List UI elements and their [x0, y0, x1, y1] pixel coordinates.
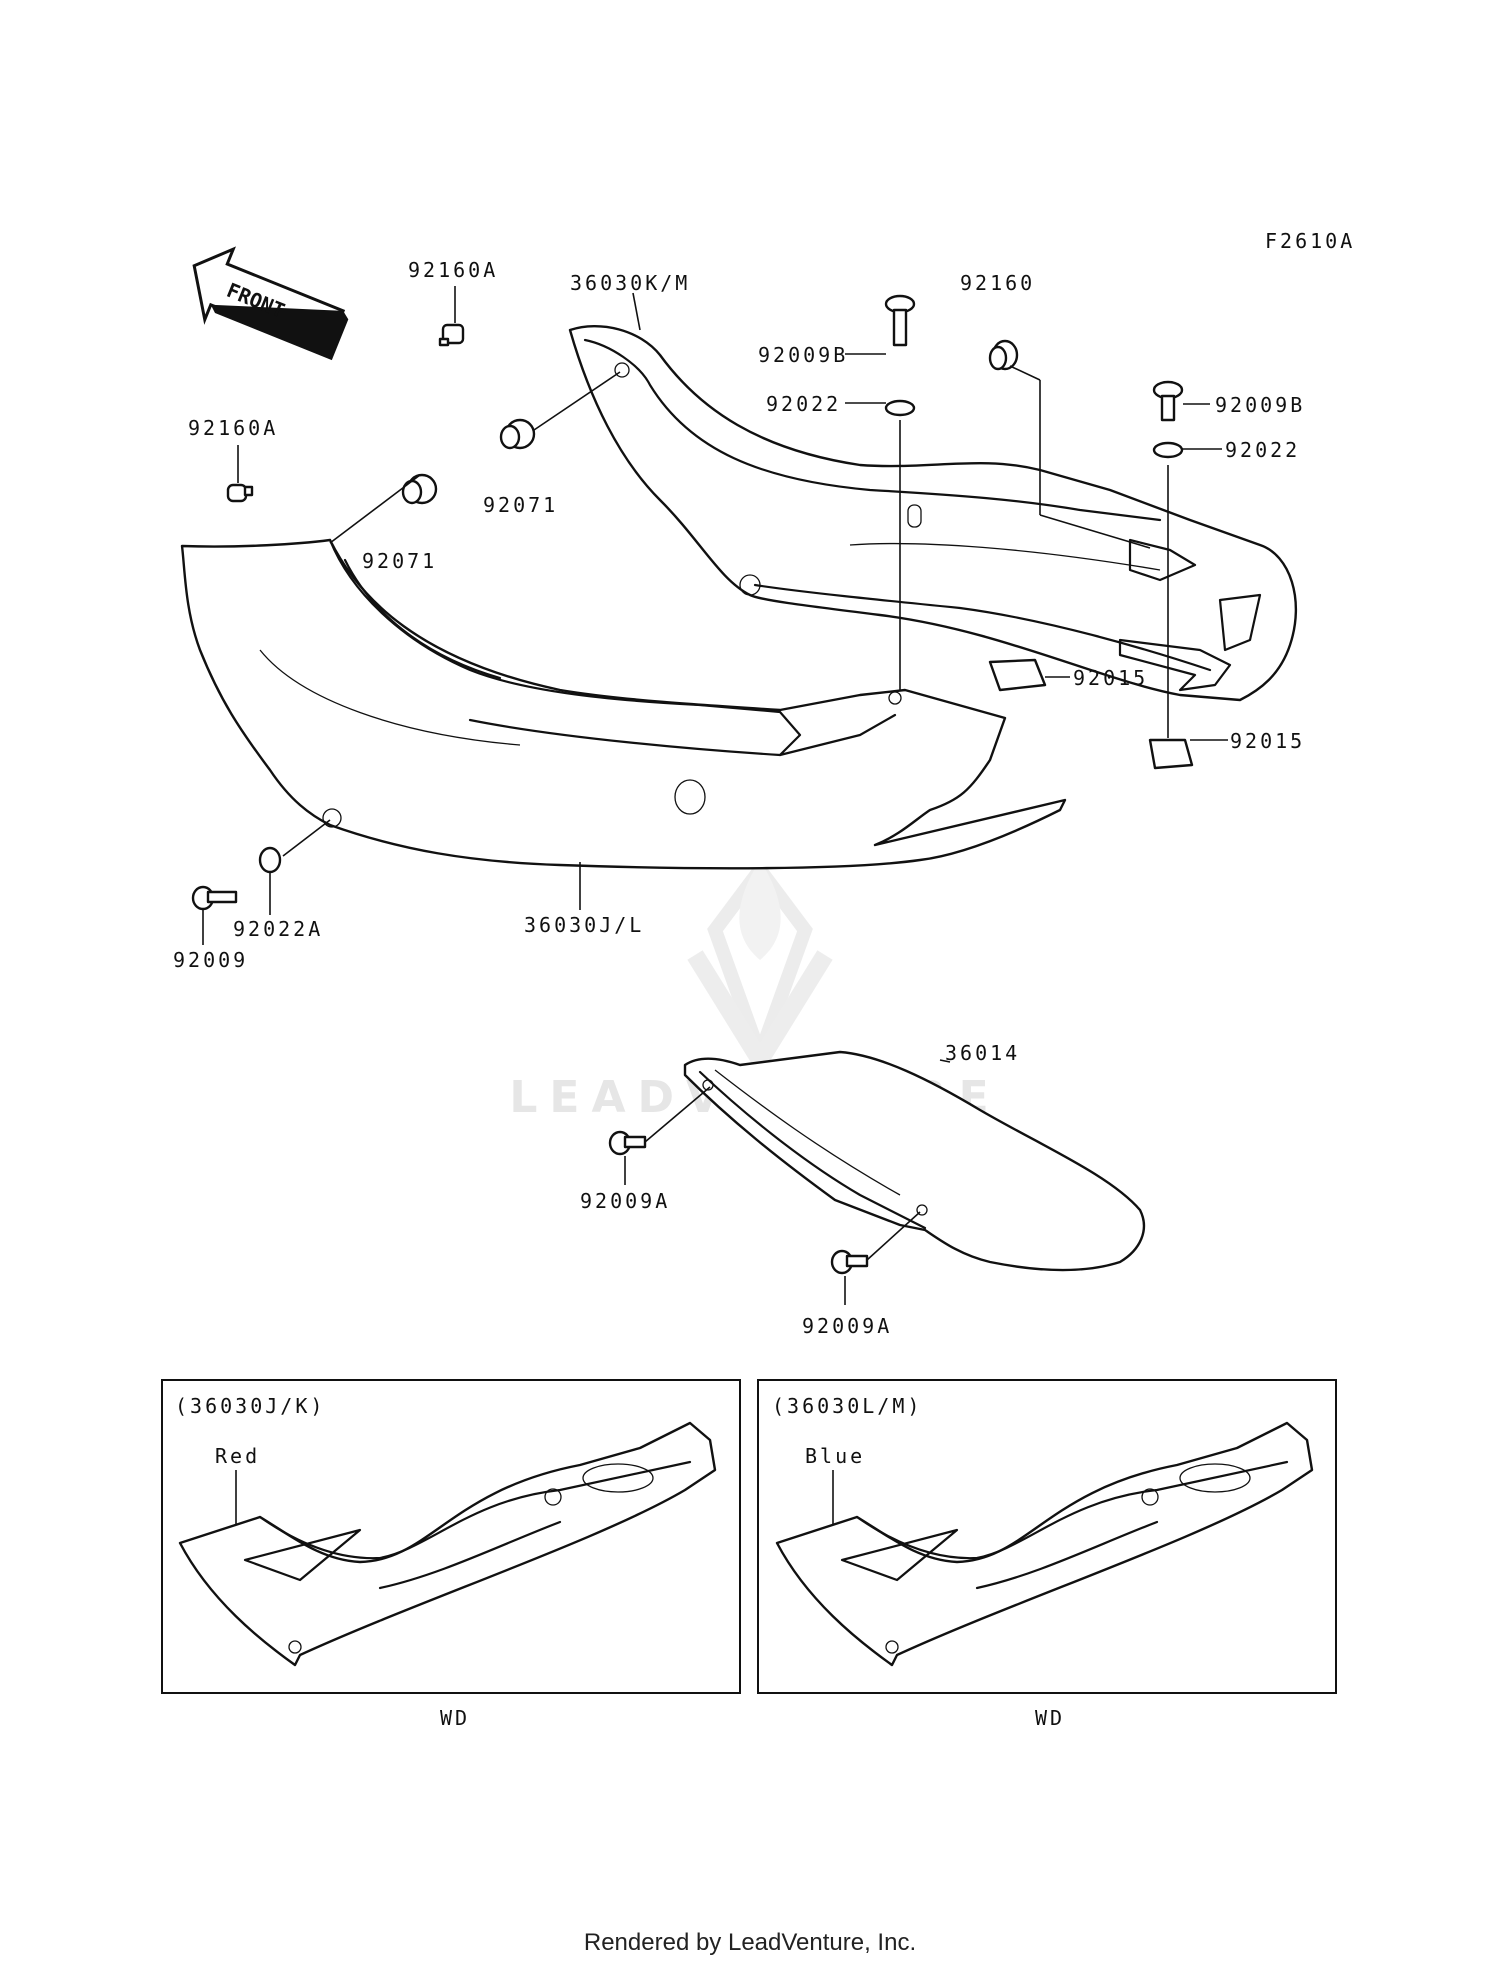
label-92160: 92160	[960, 271, 1035, 295]
bolt-92009b-mid-icon	[884, 294, 916, 347]
label-92015-mid: 92015	[1073, 666, 1148, 690]
washer-92022-right-icon	[1152, 441, 1184, 459]
label-36030km: 36030K/M	[570, 271, 690, 295]
bolt-92009a-lower-icon	[830, 1249, 869, 1275]
seat-cover-upper	[568, 324, 1298, 702]
damper-92160-icon	[988, 339, 1019, 371]
bolt-92009-icon	[191, 885, 238, 911]
variant-box-1: (36030J/K) Red WD	[161, 1379, 741, 1730]
figure-code: F2610A	[1265, 229, 1355, 253]
label-92071-lower: 92071	[362, 549, 437, 573]
washer-92022-mid-icon	[884, 399, 916, 417]
nut-92015-right-icon	[1148, 738, 1194, 770]
label-92009b-right: 92009B	[1215, 393, 1305, 417]
side-panel-36014	[683, 1050, 1146, 1272]
variant-box-2: (36030L/M) Blue WD	[757, 1379, 1337, 1730]
label-92160a-left: 92160A	[188, 416, 278, 440]
variant-2-code: (36030L/M)	[772, 1394, 922, 1418]
label-92009a-upper: 92009A	[580, 1189, 670, 1213]
variant-2-market: WD	[1035, 1706, 1065, 1730]
label-92009b-mid: 92009B	[758, 343, 848, 367]
footer-credit: Rendered by LeadVenture, Inc.	[584, 1929, 916, 1956]
nut-92015-mid-icon	[988, 658, 1047, 692]
damper-92071-lower-icon	[401, 473, 438, 505]
label-92015-right: 92015	[1230, 729, 1305, 753]
watermark-logo	[687, 858, 833, 1078]
side-cover-lower	[180, 538, 1067, 870]
bolt-92009a-upper-icon	[608, 1130, 647, 1156]
variant-1-code: (36030J/K)	[175, 1394, 325, 1418]
label-92160a-top: 92160A	[408, 258, 498, 282]
damper-92071-upper-icon	[499, 418, 536, 450]
label-36030jl: 36030J/L	[524, 913, 644, 937]
variant-1-market: WD	[440, 1706, 470, 1730]
side-cover-variant-1	[178, 1421, 717, 1667]
label-92022-right: 92022	[1225, 438, 1300, 462]
label-36014: 36014	[945, 1041, 1020, 1065]
grommet-92160a-left-icon	[226, 483, 254, 503]
side-cover-variant-2	[775, 1421, 1314, 1667]
label-92009a-lower: 92009A	[802, 1314, 892, 1338]
variant-2-color: Blue	[805, 1444, 865, 1468]
washer-92022a-icon	[258, 846, 282, 874]
label-92071-upper: 92071	[483, 493, 558, 517]
variant-1-color: Red	[215, 1444, 260, 1468]
front-arrow-icon: FRONT	[192, 246, 349, 361]
label-92022-mid: 92022	[766, 392, 841, 416]
grommet-92160a-top-icon	[438, 323, 465, 347]
leader-lines	[202, 286, 1228, 1305]
bolt-92009b-right-icon	[1152, 380, 1184, 422]
label-92009: 92009	[173, 948, 248, 972]
badge-500-icon	[582, 1463, 654, 1493]
label-92022a: 92022A	[233, 917, 323, 941]
badge-500-icon	[1179, 1463, 1251, 1493]
